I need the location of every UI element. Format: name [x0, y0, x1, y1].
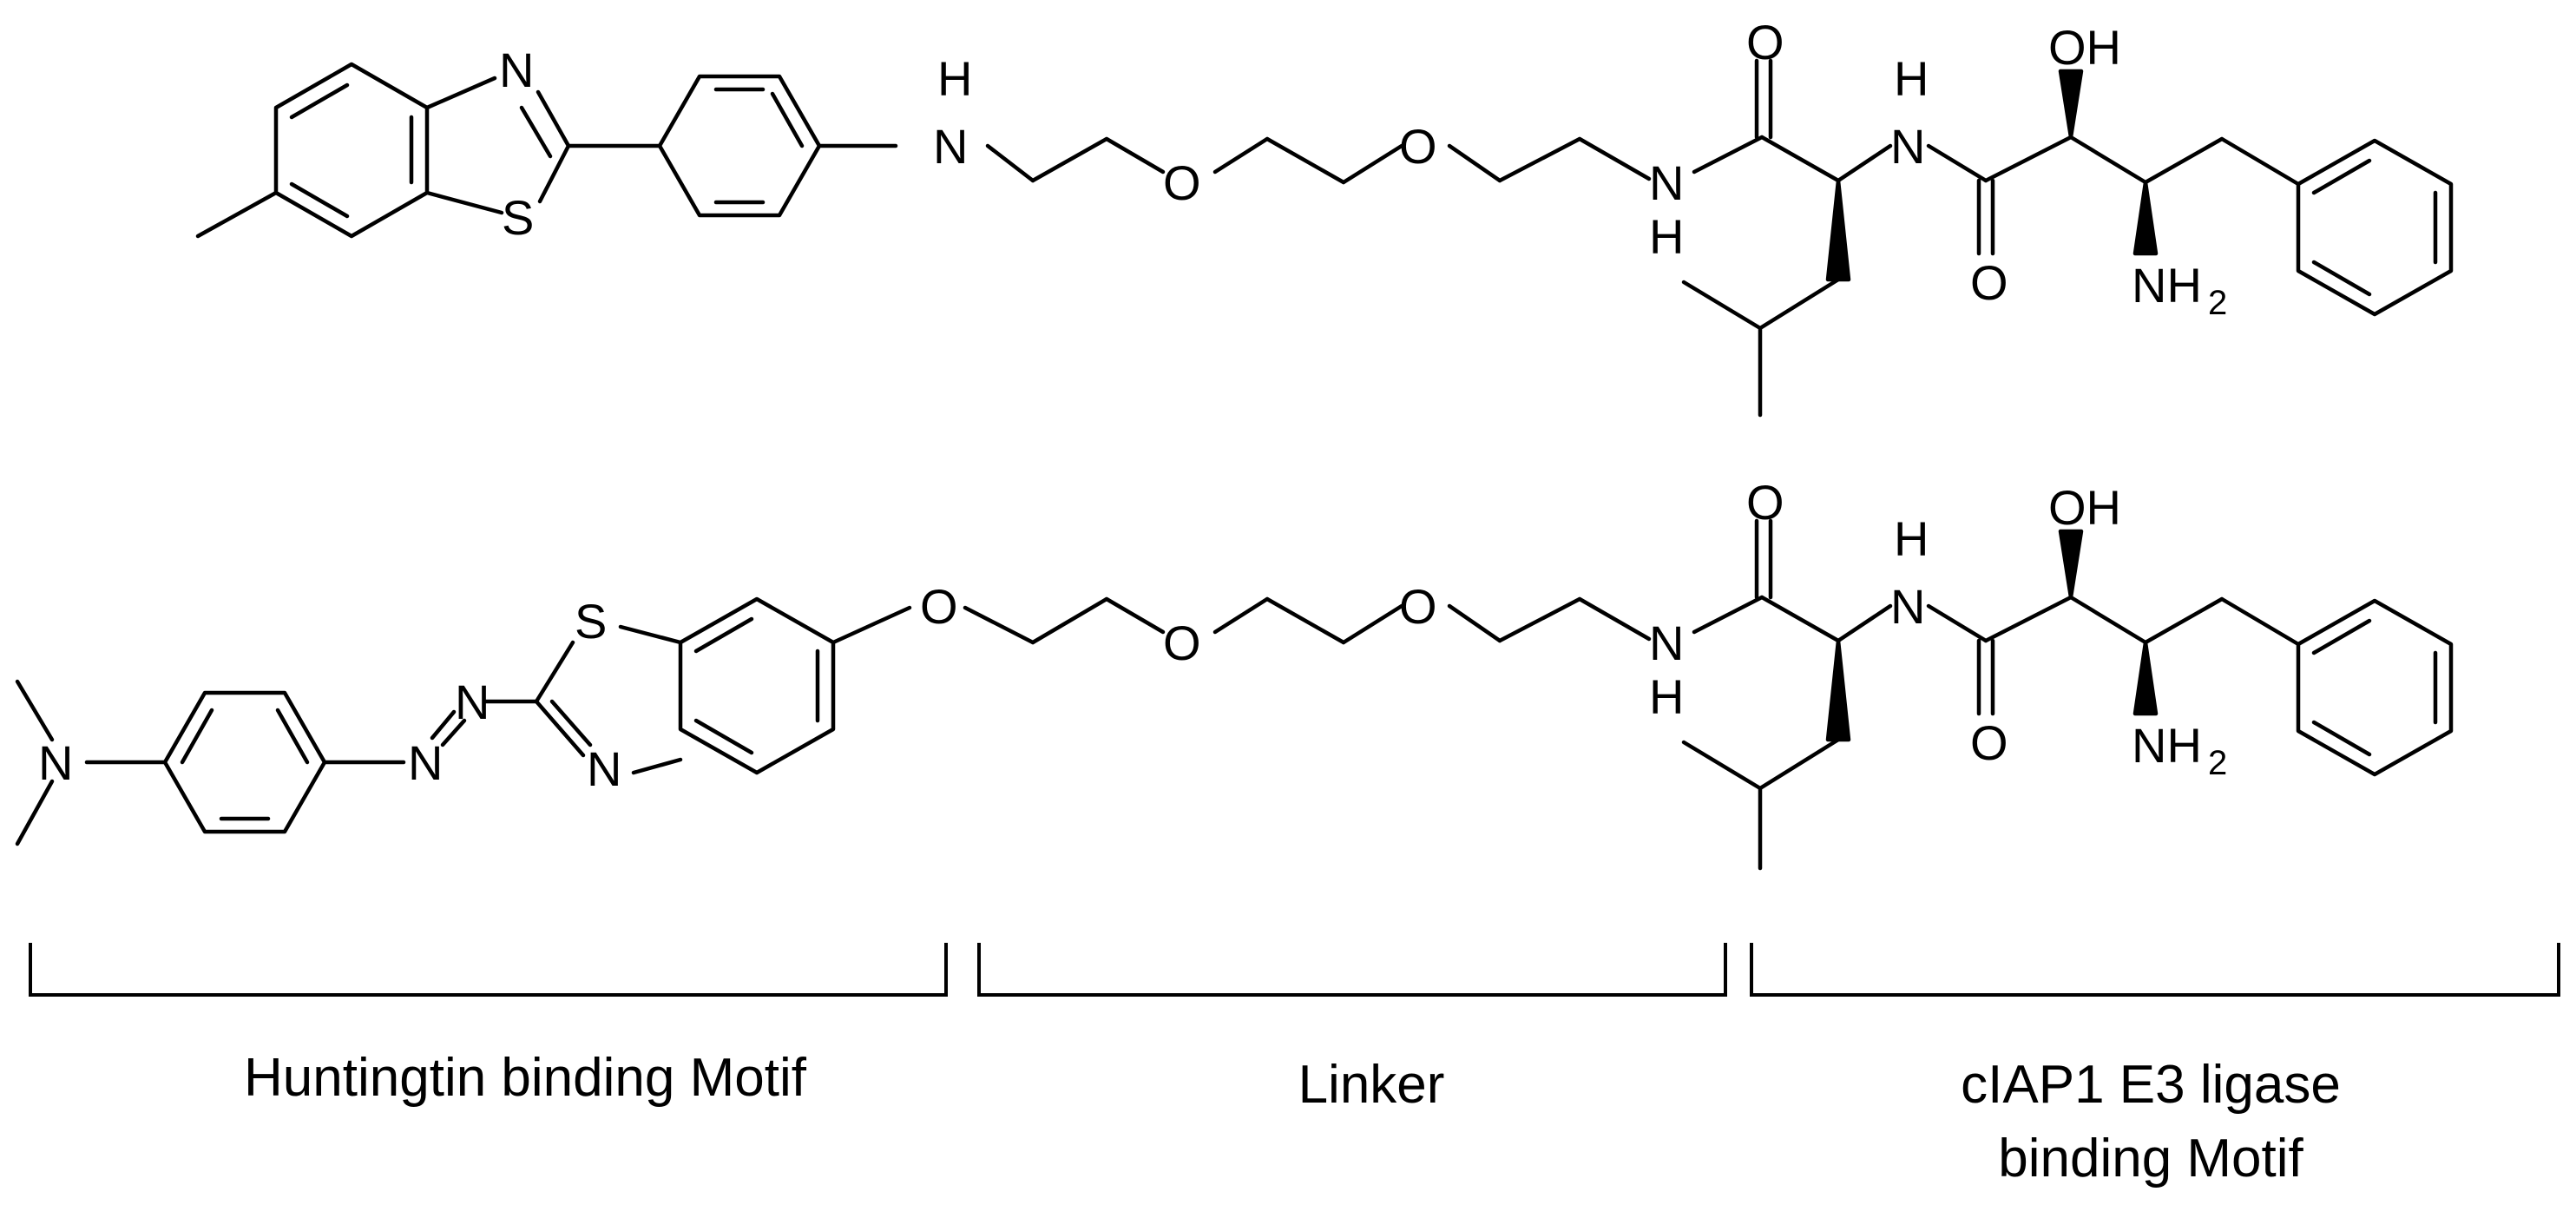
- atom-n-amide-1: N: [1649, 616, 1684, 670]
- atom-o-ether-2: O: [1399, 119, 1437, 174]
- atom-o-carbonyl-2: O: [1970, 715, 2008, 770]
- molecule-2: N N N S N O O O N H O H N OH O NH 2: [15, 475, 2454, 871]
- atom-o-carbonyl-1: O: [1746, 475, 1784, 530]
- atom-h-aniline: H: [937, 51, 972, 106]
- region-brackets: [29, 943, 2560, 997]
- atom-n-dimethylamino: N: [38, 735, 73, 790]
- atom-s-thiazole: S: [502, 190, 534, 245]
- bracket-huntingtin: [29, 943, 948, 997]
- atom-h-amide-1: H: [1649, 209, 1684, 264]
- atom-o-ether-1: O: [1163, 155, 1201, 210]
- region-captions: Huntingtin binding Motif Linker cIAP1 E3…: [244, 1048, 2341, 1189]
- atom-n-azo-1: N: [408, 735, 443, 790]
- atom-n-amide-2: N: [1890, 119, 1925, 174]
- atom-nh2-subscript: 2: [2208, 284, 2227, 322]
- bracket-ciap1: [1750, 943, 2560, 997]
- atom-oh: OH: [2048, 480, 2121, 535]
- atom-o-aryl-ether: O: [920, 579, 958, 634]
- atom-h-amide-2: H: [1894, 51, 1929, 106]
- atom-n-amide-1: N: [1649, 155, 1684, 210]
- atom-n-thiazole: N: [499, 43, 534, 97]
- molecule-1: N S H N O O N H O H N OH O NH 2: [195, 15, 2454, 418]
- bracket-linker: [977, 943, 1727, 997]
- caption-linker: Linker: [1298, 1055, 1445, 1115]
- molecule-1-bonds: [195, 58, 2454, 418]
- atom-n-thiazole: N: [587, 741, 621, 796]
- atom-nh2-subscript: 2: [2208, 744, 2227, 782]
- atom-nh2: NH: [2132, 718, 2202, 773]
- atom-oh: OH: [2048, 20, 2121, 75]
- atom-n-amide-2: N: [1890, 579, 1925, 634]
- atom-n-azo-2: N: [455, 675, 490, 729]
- caption-ciap1-line2: binding Motif: [1998, 1129, 2303, 1189]
- atom-o-ether-1: O: [1163, 616, 1201, 670]
- atom-o-carbonyl-1: O: [1746, 15, 1784, 69]
- atom-h-amide-1: H: [1649, 669, 1684, 724]
- atom-o-carbonyl-2: O: [1970, 255, 2008, 310]
- atom-s-thiazole: S: [575, 594, 607, 649]
- caption-ciap1-line1: cIAP1 E3 ligase: [1961, 1055, 2341, 1115]
- atom-nh2: NH: [2132, 258, 2202, 313]
- atom-o-ether-2: O: [1399, 579, 1437, 634]
- atom-h-amide-2: H: [1894, 511, 1929, 566]
- atom-n-aniline: N: [933, 119, 968, 174]
- molecule-2-atom-labels: N N N S N O O O N H O H N OH O NH 2: [38, 475, 2227, 796]
- caption-huntingtin: Huntingtin binding Motif: [244, 1048, 807, 1108]
- molecule-2-bonds: [15, 518, 2454, 871]
- molecule-1-atom-labels: N S H N O O N H O H N OH O NH 2: [499, 15, 2227, 322]
